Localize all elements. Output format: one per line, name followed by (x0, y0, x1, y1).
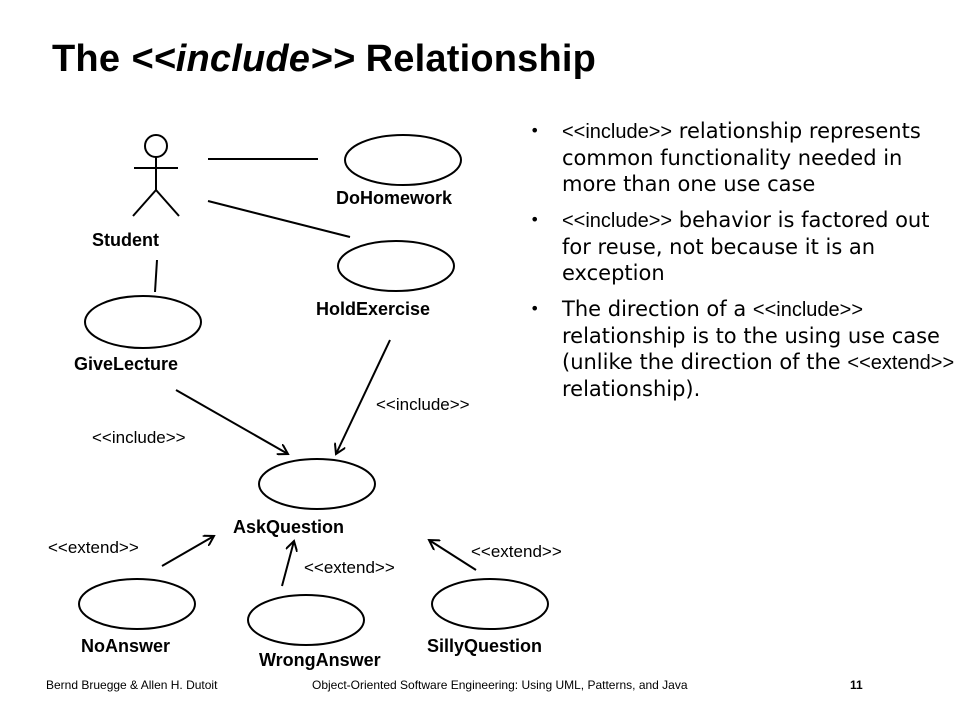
use-case-wronganswer (247, 594, 365, 646)
bullet-tag: <<include>> (752, 299, 864, 321)
bullet-text: relationship is to the using use case (u… (562, 324, 940, 374)
include-label-left: <<include>> (92, 428, 186, 447)
bullet-tag-extend: <<extend>> (847, 352, 955, 374)
bullet-item: <<include>> behavior is factored out for… (530, 207, 955, 286)
association-student-holdexercise (207, 200, 351, 238)
extend-arrow-wronganswer (281, 541, 294, 587)
bullet-item: <<include>> relationship represents comm… (530, 118, 955, 197)
bullet-pre: The direction of a (562, 297, 753, 321)
extend-label-left: <<extend>> (48, 538, 139, 557)
footer-page-number: 11 (850, 678, 863, 692)
bullet-tag: <<include>> (562, 210, 673, 232)
bullet-text: behavior is factored out for reuse, not … (562, 208, 930, 285)
title-stereotype: <<include>> (130, 38, 355, 80)
extend-label-right: <<extend>> (471, 542, 562, 561)
use-case-sillyquestion (431, 578, 549, 630)
bullet-tag: <<include>> (562, 121, 673, 143)
use-case-sillyquestion-label: SillyQuestion (427, 636, 542, 656)
association-student-givelecture (154, 259, 158, 293)
footer-book-title: Object-Oriented Software Engineering: Us… (312, 678, 688, 692)
bullet-item: The direction of a <<include>> relations… (530, 296, 955, 402)
bullet-text: relationship represents common functiona… (562, 119, 921, 196)
title-prefix: The (52, 38, 131, 80)
use-case-dohomework-label: DoHomework (336, 188, 453, 208)
use-case-givelecture-label: GiveLecture (74, 354, 178, 374)
use-case-noanswer-label: NoAnswer (81, 636, 170, 656)
student-actor-icon (132, 134, 180, 217)
use-case-givelecture (84, 295, 202, 349)
actor-student-label: Student (92, 230, 159, 250)
use-case-askquestion (258, 458, 376, 510)
extend-arrow-sillyquestion (429, 540, 477, 571)
use-case-holdexercise-label: HoldExercise (316, 299, 430, 319)
include-arrow-holdexercise (336, 339, 391, 454)
bullet-list: <<include>> relationship represents comm… (530, 118, 955, 412)
extend-label-middle: <<extend>> (304, 558, 395, 577)
use-case-askquestion-label: AskQuestion (233, 517, 344, 537)
use-case-wronganswer-label: WrongAnswer (259, 650, 381, 670)
bullet-post: relationship). (562, 377, 701, 401)
extend-arrow-noanswer (161, 536, 214, 567)
title-suffix: Relationship (354, 38, 597, 80)
footer-authors: Bernd Bruegge & Allen H. Dutoit (46, 678, 218, 692)
use-case-holdexercise (337, 240, 455, 292)
include-label-right: <<include>> (376, 395, 470, 414)
slide-title: The <<include>> Relationship (52, 38, 596, 81)
use-case-dohomework (344, 134, 462, 186)
use-case-noanswer (78, 578, 196, 630)
include-arrow-givelecture (175, 389, 288, 454)
